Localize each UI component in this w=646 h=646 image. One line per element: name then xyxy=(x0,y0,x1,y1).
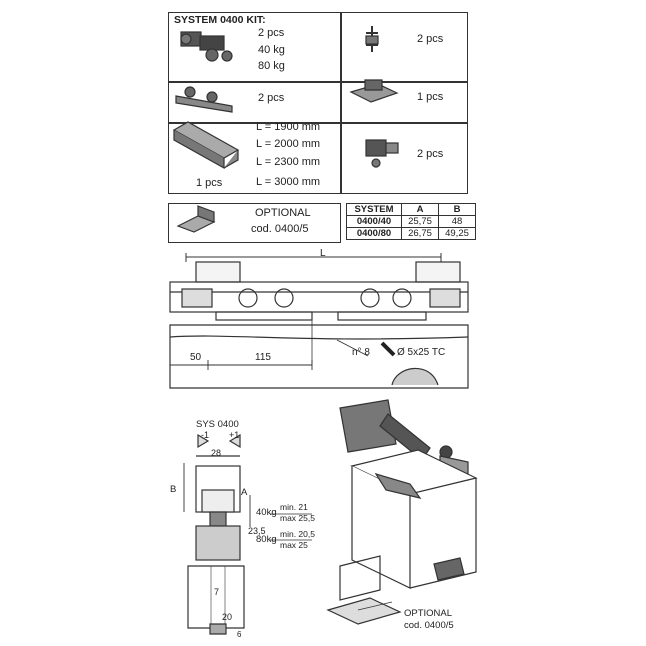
dim-a-label: A xyxy=(241,487,248,498)
optional-label: OPTIONAL xyxy=(255,207,311,219)
dim-115-label: 115 xyxy=(255,352,271,363)
kit-row3-right-qty: 2 pcs xyxy=(417,148,444,160)
plate-icon xyxy=(349,79,399,103)
screw-size-label: Ø 5x25 TC xyxy=(397,347,446,358)
load-80-label: 80kg xyxy=(256,534,277,545)
kit-row2-right-qty: 1 pcs xyxy=(417,91,444,103)
kit-length-1900: L = 1900 mm xyxy=(256,121,321,133)
kit-row-divider xyxy=(169,81,467,83)
kit-title: SYSTEM 0400 KIT: xyxy=(174,14,266,26)
optional-bracket-icon xyxy=(176,205,216,233)
optional-box xyxy=(168,203,341,243)
dim-6-label: 6 xyxy=(237,630,242,639)
kit-row2-qty: 2 pcs xyxy=(258,92,285,104)
dim-L-label: L xyxy=(320,248,326,259)
kit-row-divider xyxy=(169,122,467,124)
rail-icon xyxy=(172,121,240,170)
kit-row1-load40: 40 kg xyxy=(258,44,285,56)
dim-cell: 49,25 xyxy=(438,227,476,240)
track-top-view xyxy=(169,253,469,389)
width-28-label: 28 xyxy=(211,448,222,458)
screw-count-label: n° 8 xyxy=(352,347,370,358)
sys-label: SYS 0400 xyxy=(196,419,239,430)
dim-b-label: B xyxy=(170,484,177,495)
load-40-max: max 25,5 xyxy=(280,513,315,523)
stopper-icon xyxy=(365,139,399,168)
section-view xyxy=(183,433,312,635)
load-40-label: 40kg xyxy=(256,507,277,518)
kit-length-2300: L = 2300 mm xyxy=(256,156,321,168)
load-80-max: max 25 xyxy=(280,540,308,550)
bolt-icon xyxy=(365,26,379,52)
dimension-table: SYSTEM A B 0400/40 25,75 48 0400/80 26,7… xyxy=(346,203,476,240)
kit-row1-load80: 80 kg xyxy=(258,60,285,72)
kit-row1-qty: 2 pcs xyxy=(258,27,285,39)
iso-optional-code: cod. 0400/5 xyxy=(404,620,454,631)
kit-row1-right-qty: 2 pcs xyxy=(417,33,444,45)
iso-optional-label: OPTIONAL xyxy=(404,608,453,619)
adjust-plus: +1 xyxy=(229,430,240,440)
trolley-icon xyxy=(180,31,233,62)
dim-20-label: 20 xyxy=(222,612,233,622)
optional-code: cod. 0400/5 xyxy=(251,223,309,235)
kit-length-3000: L = 3000 mm xyxy=(256,176,321,188)
load-80-min: min. 20,5 xyxy=(280,529,315,539)
dim-7-label: 7 xyxy=(214,587,220,597)
height-235-label: 23,5 xyxy=(248,526,266,536)
kit-table xyxy=(168,12,468,194)
kit-row3-qty: 1 pcs xyxy=(196,177,223,189)
bracket-icon xyxy=(175,86,233,113)
dim-50-label: 50 xyxy=(190,352,202,363)
adjust-minus: -1 xyxy=(201,430,210,440)
isometric-view xyxy=(326,399,478,625)
kit-divider xyxy=(340,13,342,193)
kit-length-2000: L = 2000 mm xyxy=(256,138,321,150)
load-40-min: min. 21 xyxy=(280,502,308,512)
